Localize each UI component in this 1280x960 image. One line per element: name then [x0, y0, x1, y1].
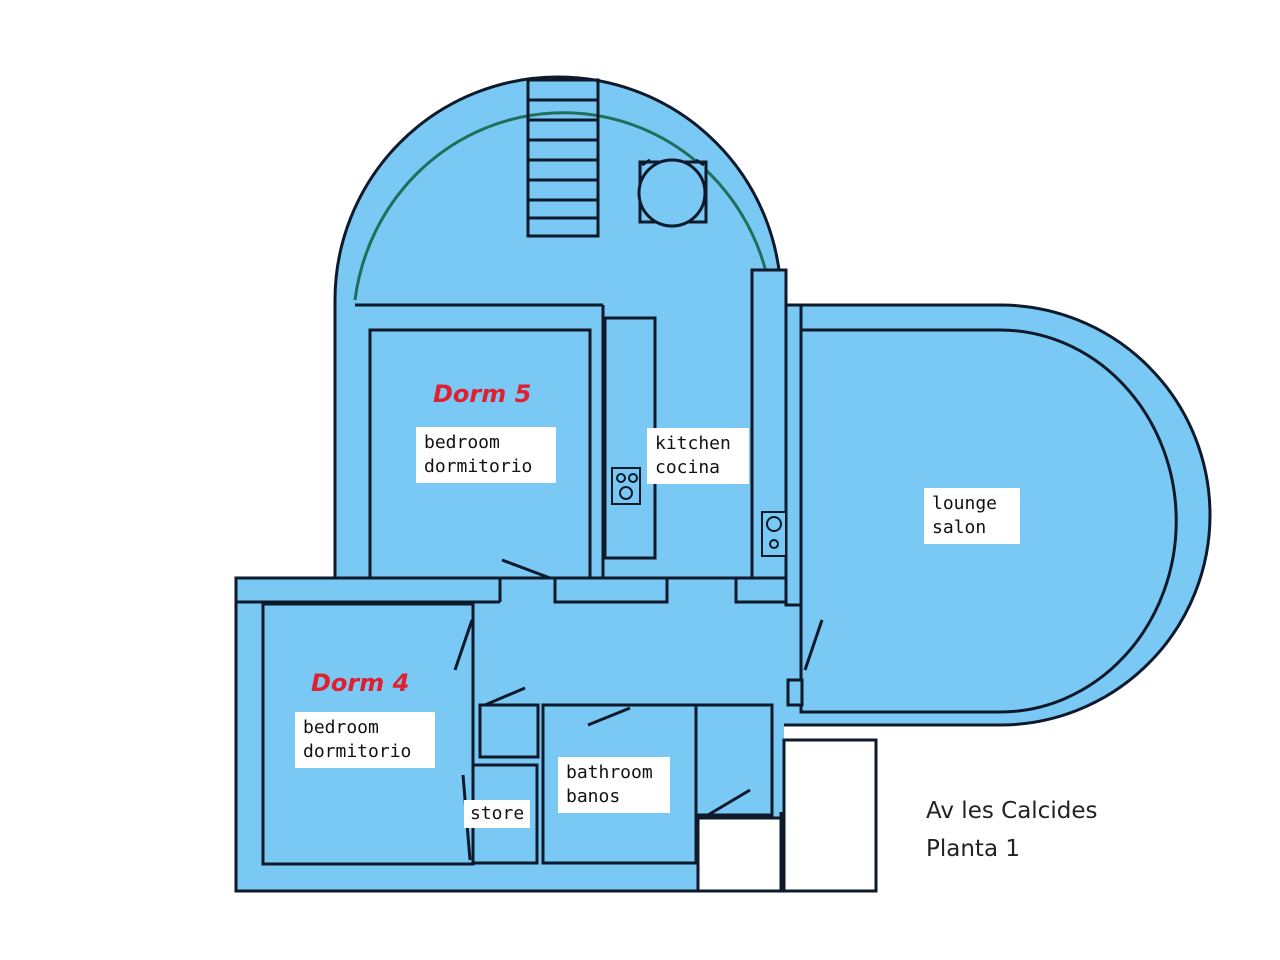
dorm4-label: bedroom dormitorio — [295, 712, 435, 768]
dorm4-label-line2: dormitorio — [303, 741, 412, 762]
dorm5-label-line2: dormitorio — [424, 456, 533, 477]
dorm4-label-line1: bedroom — [303, 717, 379, 738]
dorm5-title: Dorm 5 — [433, 380, 532, 408]
store-label: store — [464, 800, 531, 828]
kitchen-label-line1: kitchen — [655, 433, 731, 454]
dining-table — [637, 158, 708, 228]
dorm5-label: bedroom dormitorio — [416, 427, 556, 483]
bathroom-label: bathroom banos — [558, 757, 670, 813]
bathroom-label-line1: bathroom — [566, 762, 653, 783]
dorm4-title: Dorm 4 — [311, 669, 410, 697]
dorm5-label-line1: bedroom — [424, 432, 500, 453]
staircase — [526, 78, 600, 238]
outer-arc — [353, 111, 770, 301]
address-caption: Av les Calcides — [926, 798, 1098, 824]
door-dorm4 — [453, 619, 474, 671]
lounge-label-line2: salon — [932, 517, 987, 538]
door-bathroom — [587, 706, 631, 727]
hob-corridor-icon — [761, 511, 787, 557]
floor-caption: Planta 1 — [926, 836, 1020, 862]
store-inner-wall — [478, 703, 540, 759]
lounge-separator — [784, 303, 803, 607]
door-dorm5 — [501, 558, 551, 580]
kitchen-label: kitchen cocina — [647, 428, 749, 484]
lounge-label-line1: lounge — [932, 493, 998, 514]
bathroom-label-line2: banos — [566, 786, 621, 807]
kitchen-counter — [603, 316, 657, 560]
door-lounge — [803, 619, 824, 671]
exterior-notch — [782, 738, 878, 893]
door-store-upper — [484, 686, 526, 707]
corridor-wall-base — [734, 576, 788, 604]
kitchen-label-line2: cocina — [655, 457, 721, 478]
hob-kitchen-icon — [611, 467, 641, 505]
kitchen-wall — [553, 576, 669, 604]
lounge-separator-lower — [786, 678, 804, 707]
door-bathroom-lower — [707, 788, 751, 817]
light-well — [696, 816, 783, 893]
lounge-label: lounge salon — [924, 488, 1020, 544]
